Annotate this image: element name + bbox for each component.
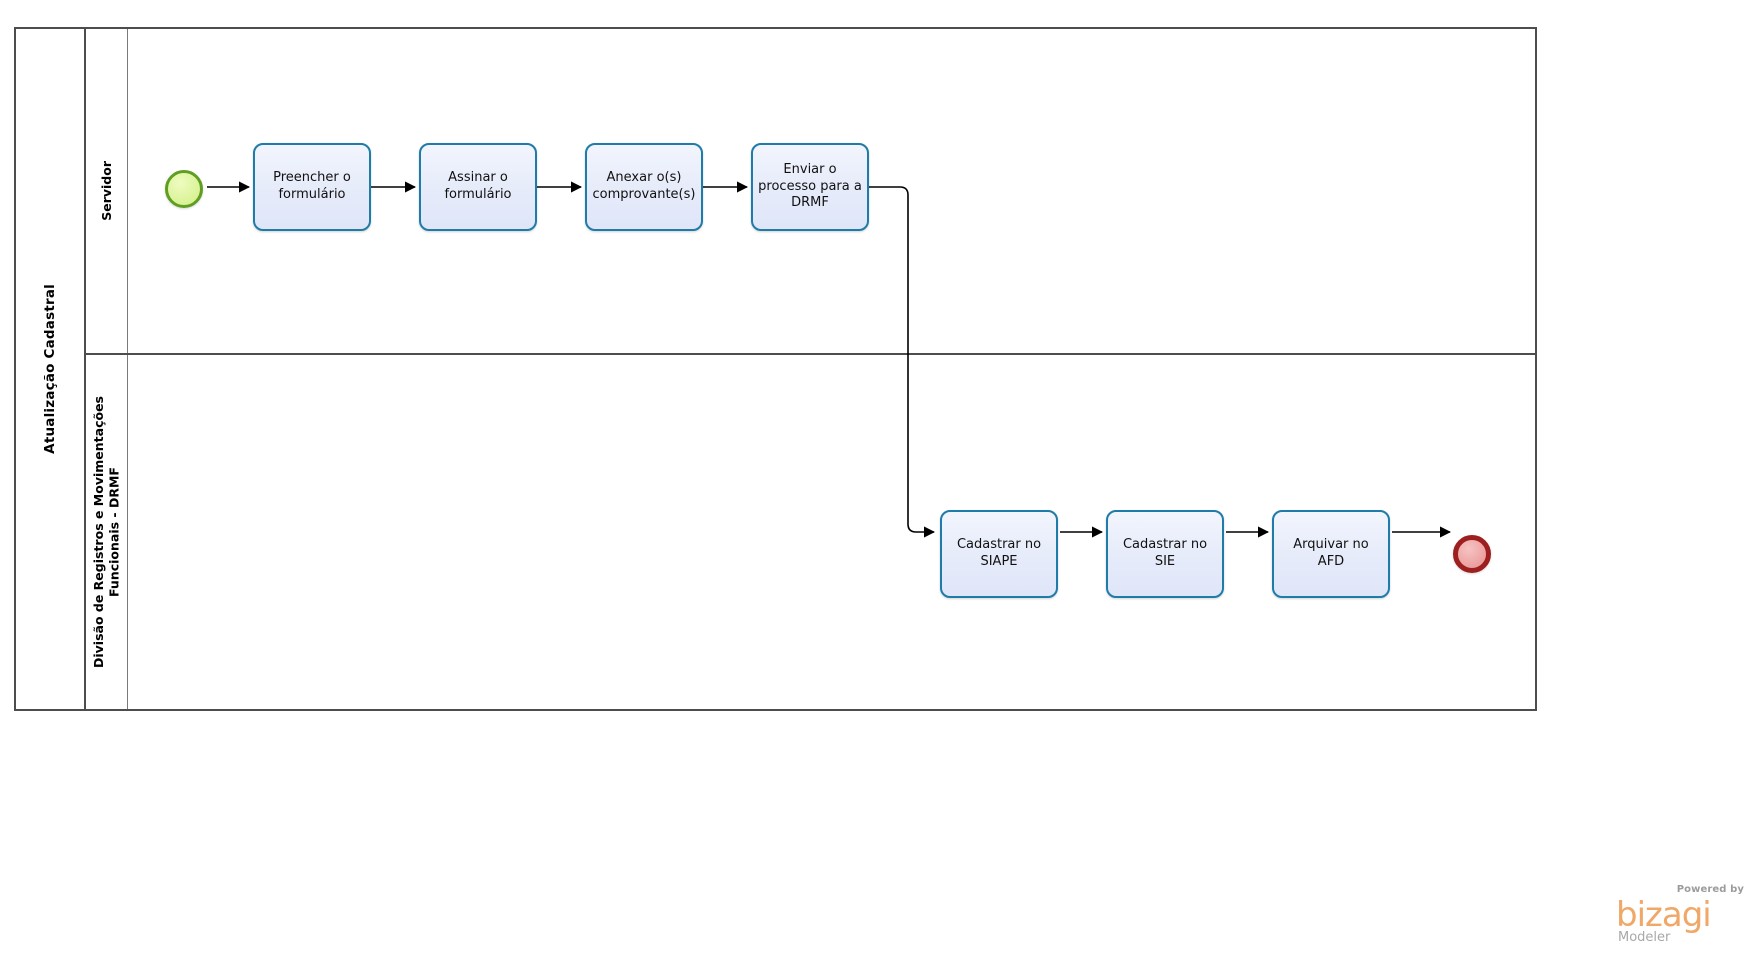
task-label: Anexar o(s) comprovante(s): [592, 170, 696, 202]
task-label: Preencher o formulário: [273, 170, 351, 202]
task-label: Assinar o formulário: [444, 170, 512, 202]
pool-title: Atualização Cadastral: [42, 284, 58, 454]
task-enviar-o-processo-para-a-drmf[interactable]: Enviar o processo para a DRMF: [751, 143, 869, 231]
lane-servidor-label: Servidor: [98, 161, 114, 221]
task-assinar-o-formulario[interactable]: Assinar o formulário: [419, 143, 537, 231]
lane-drmf-label: Divisão de Registros e Movimentações Fun…: [90, 396, 122, 668]
task-anexar-os-comprovantes[interactable]: Anexar o(s) comprovante(s): [585, 143, 703, 231]
task-label: Enviar o processo para a DRMF: [758, 162, 862, 211]
task-label: Cadastrar no SIAPE: [956, 537, 1042, 569]
lane-drmf-label-band: Divisão de Registros e Movimentações Fun…: [86, 355, 128, 709]
start-event[interactable]: [165, 170, 203, 208]
powered-by-label: Powered by: [1676, 884, 1744, 895]
task-cadastrar-no-siape[interactable]: Cadastrar no SIAPE: [940, 510, 1058, 598]
end-event[interactable]: [1453, 535, 1491, 573]
lane-drmf-body: Cadastrar no SIAPE Cadastrar no SIE Arqu…: [128, 355, 1535, 709]
bizagi-wordmark: bizagi: [1616, 895, 1712, 935]
task-label: Arquivar no AFD: [1293, 537, 1369, 569]
lane-drmf[interactable]: Divisão de Registros e Movimentações Fun…: [86, 355, 1535, 709]
lane-servidor-label-band: Servidor: [86, 29, 128, 353]
pool-title-band: Atualização Cadastral: [16, 29, 86, 709]
bizagi-logo: Powered by bizagi Modeler: [1616, 884, 1748, 946]
pool-atualizacao-cadastral[interactable]: Atualização Cadastral Servidor Preencher…: [14, 27, 1537, 711]
task-cadastrar-no-sie[interactable]: Cadastrar no SIE: [1106, 510, 1224, 598]
task-preencher-o-formulario[interactable]: Preencher o formulário: [253, 143, 371, 231]
modeler-label: Modeler: [1618, 930, 1671, 945]
lane-servidor-body: Preencher o formulário Assinar o formulá…: [128, 29, 1535, 353]
lane-servidor[interactable]: Servidor Preencher o formulário Assinar …: [86, 29, 1535, 355]
task-label: Cadastrar no SIE: [1122, 537, 1208, 569]
task-arquivar-no-afd[interactable]: Arquivar no AFD: [1272, 510, 1390, 598]
